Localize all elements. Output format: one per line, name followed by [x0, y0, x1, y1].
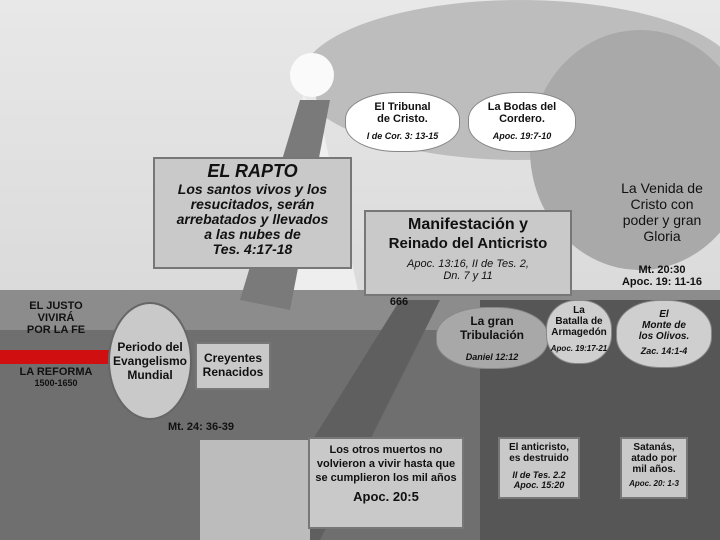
creyentes-line-2: Renacidos — [197, 365, 269, 379]
venida-de-cristo-text: La Venida de Cristo con poder y gran Glo… — [612, 180, 712, 290]
olivos-line-2: Monte de — [617, 320, 711, 331]
creyentes-line-1: Creyentes — [197, 351, 269, 365]
satanas-line-3: mil años. — [622, 464, 686, 475]
venida-line-2: Cristo con — [612, 196, 712, 212]
reforma-sign-2: VIVIRÁ — [14, 312, 98, 324]
el-rapto-line-1: Los santos vivos y los — [155, 182, 350, 197]
otros-line-3: se cumplieron los mil años — [310, 471, 462, 485]
tribunal-ref: I de Cor. 3: 13-15 — [346, 131, 459, 141]
venida-ref-2: Apoc. 19: 11-16 — [612, 276, 712, 288]
venida-line-4: Gloria — [612, 228, 712, 244]
venida-ref-1: Mt. 20:30 — [612, 264, 712, 276]
tribulacion-line-2: Tribulación — [437, 328, 547, 342]
olivos-line-3: los Olivos. — [617, 331, 711, 342]
bodas-label-1: La Bodas del — [469, 101, 575, 113]
satanas-line-1: Satanás, — [622, 442, 686, 453]
satanas-ref: Apoc. 20: 1-3 — [622, 479, 686, 488]
otros-line-1: Los otros muertos no — [310, 443, 462, 457]
destruido-ref-1: II de Tes. 2.2 — [500, 470, 578, 480]
tribunal-label-1: El Tribunal — [346, 101, 459, 113]
destruido-ref-2: Apoc. 15:20 — [500, 480, 578, 490]
el-rapto-line-3: arrebatados y llevados — [155, 212, 350, 227]
armagedon-ref: Apoc. 19:17-21 — [547, 344, 611, 353]
olivos-ref: Zac. 14:1-4 — [617, 346, 711, 356]
anticristo-destruido-box: El anticristo, es destruido II de Tes. 2… — [498, 437, 580, 499]
gran-tribulacion-cloud: La gran Tribulación Daniel 12:12 — [436, 307, 548, 369]
manifestacion-anticristo-box: Manifestación y Reinado del Anticristo A… — [364, 210, 572, 296]
el-rapto-box: EL RAPTO Los santos vivos y los resucita… — [153, 157, 352, 269]
destruido-line-1: El anticristo, — [500, 442, 578, 453]
manifestacion-line-1: Manifestación y — [366, 215, 570, 234]
evangelismo-line-2: Evangelismo — [110, 354, 190, 368]
evangelismo-line-3: Mundial — [110, 368, 190, 382]
satanas-atado-box: Satanás, atado por mil años. Apoc. 20: 1… — [620, 437, 688, 499]
armagedon-cloud: La Batalla de Armagedón Apoc. 19:17-21 — [546, 300, 612, 364]
reforma-banner: LA REFORMA — [14, 366, 98, 378]
otros-ref: Apoc. 20:5 — [310, 489, 462, 504]
venida-line-1: La Venida de — [612, 180, 712, 196]
evangelismo-ellipse: Periodo del Evangelismo Mundial — [108, 302, 192, 420]
destruido-line-2: es destruido — [500, 453, 578, 464]
reforma-sign-3: POR LA FE — [14, 324, 98, 336]
reforma-sign: EL JUSTO VIVIRÁ POR LA FE LA REFORMA 150… — [14, 300, 98, 410]
tribunal-label-2: de Cristo. — [346, 113, 459, 125]
manifestacion-line-2: Reinado del Anticristo — [366, 234, 570, 253]
el-rapto-line-2: resucitados, serán — [155, 197, 350, 212]
el-rapto-line-4: a las nubes de — [155, 227, 350, 242]
el-rapto-line-5: Tes. 4:17-18 — [155, 242, 350, 257]
venida-line-3: poder y gran — [612, 212, 712, 228]
mt24-reference: Mt. 24: 36-39 — [158, 421, 244, 437]
armagedon-line-1: La — [547, 305, 611, 316]
otros-muertos-box: Los otros muertos no volvieron a vivir h… — [308, 437, 464, 529]
reforma-sign-1: EL JUSTO — [14, 300, 98, 312]
tribunal-de-cristo-cloud: El Tribunal de Cristo. I de Cor. 3: 13-1… — [345, 92, 460, 152]
el-rapto-heading: EL RAPTO — [155, 161, 350, 182]
tribulacion-ref: Daniel 12:12 — [437, 352, 547, 362]
armagedon-line-2: Batalla de — [547, 316, 611, 327]
creyentes-renacidos-box: Creyentes Renacidos — [195, 342, 271, 390]
mark-666: 666 — [384, 296, 414, 310]
otros-line-2: volvieron a vivir hasta que — [310, 457, 462, 471]
armagedon-line-3: Armagedón — [547, 327, 611, 338]
olivos-line-1: El — [617, 309, 711, 320]
manifestacion-ref-1: Apoc. 13:16, II de Tes. 2, — [366, 258, 570, 270]
reforma-years: 1500-1650 — [14, 378, 98, 388]
evangelismo-line-1: Periodo del — [110, 340, 190, 354]
bodas-label-2: Cordero. — [469, 113, 575, 125]
satanas-line-2: atado por — [622, 453, 686, 464]
monte-olivos-cloud: El Monte de los Olivos. Zac. 14:1-4 — [616, 300, 712, 368]
tribulacion-line-1: La gran — [437, 314, 547, 328]
bodas-ref: Apoc. 19:7-10 — [469, 131, 575, 141]
bodas-del-cordero-cloud: La Bodas del Cordero. Apoc. 19:7-10 — [468, 92, 576, 152]
manifestacion-ref-2: Dn. 7 y 11 — [366, 270, 570, 282]
